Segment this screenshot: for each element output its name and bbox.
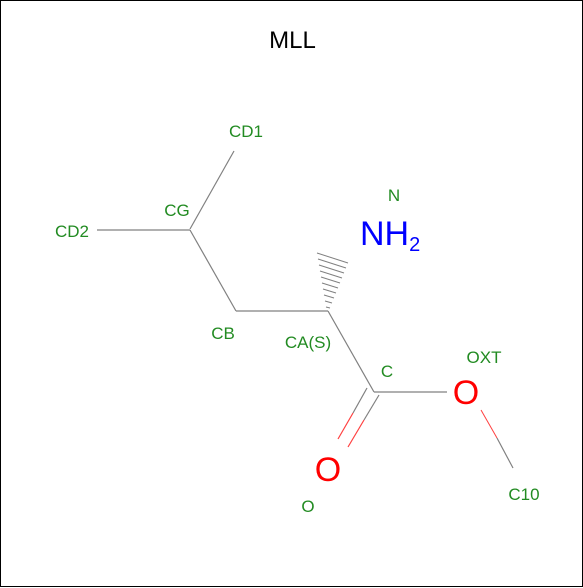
bond-oxt-c10-a <box>480 409 498 439</box>
label-n: N <box>388 186 400 205</box>
label-cd1: CD1 <box>229 122 263 141</box>
bond-c-o-3 <box>363 394 380 421</box>
label-oxt: OXT <box>467 348 502 367</box>
nitrogen-symbol: NH2 <box>360 215 420 256</box>
label-o: O <box>301 497 314 516</box>
bond-c-o-2 <box>337 412 354 440</box>
bond-oxt-c10-b <box>496 437 514 469</box>
ester-oxygen-symbol: O <box>453 374 479 412</box>
hashed-wedge-bond-ca-n <box>316 252 349 309</box>
label-cg: CG <box>164 201 190 220</box>
label-cd2: CD2 <box>55 222 89 241</box>
carbonyl-oxygen-symbol: O <box>315 451 341 489</box>
label-c: C <box>381 362 393 381</box>
diagram-title: MLL <box>269 27 316 54</box>
bond-c-o-4 <box>347 419 365 448</box>
bond-cg-cb <box>189 229 237 312</box>
bond-ca-c <box>327 310 375 393</box>
bond-cd1-cg <box>189 150 235 230</box>
label-ca: CA(S) <box>285 333 331 352</box>
label-c10: C10 <box>508 485 539 504</box>
bond-c-o-1 <box>352 387 368 414</box>
label-cb: CB <box>211 324 235 343</box>
